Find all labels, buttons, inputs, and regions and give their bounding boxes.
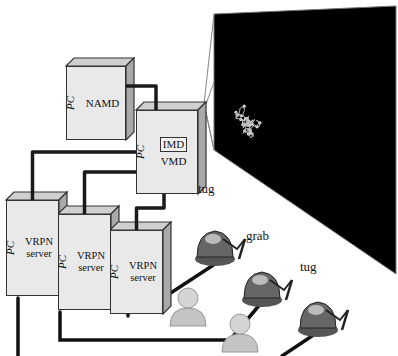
pc-box: PC VRPN server <box>6 200 59 296</box>
pc-label: PC <box>65 96 76 110</box>
node-title: VRPN server <box>75 250 107 273</box>
pc-box: PC NAMD <box>66 66 126 140</box>
node-title: NAMD <box>86 97 120 109</box>
node-title: VRPN server <box>127 260 159 283</box>
network-cable <box>137 194 165 230</box>
pc-label: PC <box>109 265 120 279</box>
action-label: grab <box>246 228 269 244</box>
network-cable <box>85 172 137 214</box>
node-title: IMD <box>160 137 187 151</box>
pc-box: PC IMD VMD <box>136 110 198 194</box>
molecule-image <box>234 105 261 138</box>
haptic-device <box>195 231 245 266</box>
haptic-device <box>242 272 292 307</box>
projection-screen <box>214 6 396 274</box>
user-figure <box>222 314 258 352</box>
network-cable <box>126 86 156 110</box>
action-label: tug <box>300 259 317 275</box>
pc-box: PC VRPN server <box>58 214 111 310</box>
node-title: VMD <box>161 155 187 167</box>
pc-label: PC <box>135 145 146 159</box>
pc-label: PC <box>57 255 68 269</box>
user-figure <box>170 288 206 326</box>
node-title: VRPN server <box>23 236 55 259</box>
action-label: tug <box>198 181 215 197</box>
haptic-device <box>298 302 348 337</box>
pc-box: PC VRPN server <box>110 230 163 314</box>
pc-label: PC <box>5 241 16 255</box>
